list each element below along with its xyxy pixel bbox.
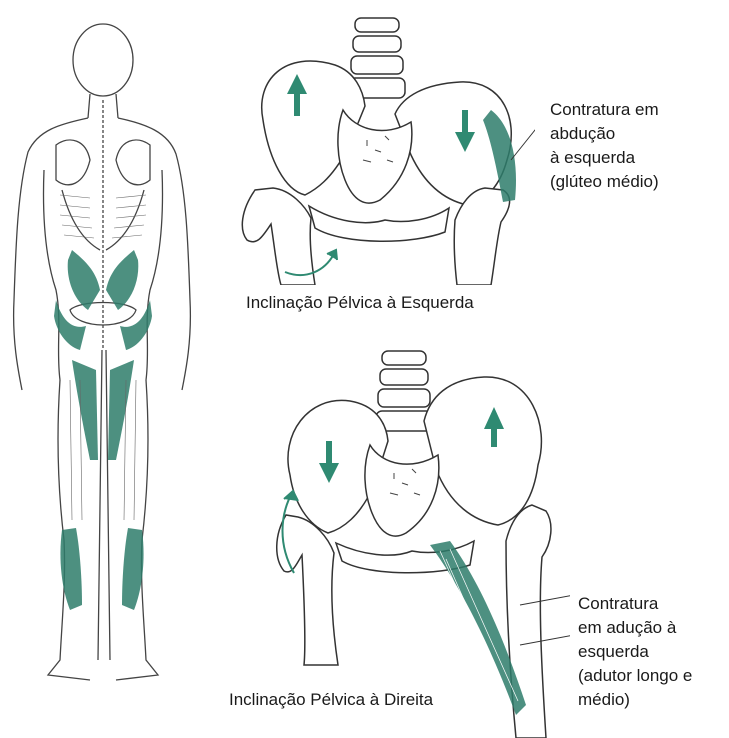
pelvis-left-tilt-illustration	[235, 10, 535, 285]
annotation-line: médio)	[578, 688, 692, 712]
annotation-line: em adução à	[578, 616, 692, 640]
bottom-caption: Inclinação Pélvica à Direita	[229, 689, 433, 711]
annotation-line: (adutor longo e	[578, 664, 692, 688]
annotation-line: (glúteo médio)	[550, 170, 659, 194]
annotation-line: Contratura em	[550, 98, 659, 122]
annotation-line: Contratura	[578, 592, 692, 616]
top-annotation: Contratura em abdução à esquerda (glúteo…	[550, 98, 659, 194]
posterior-body-illustration	[0, 20, 200, 720]
bottom-annotation: Contratura em adução à esquerda (adutor …	[578, 592, 692, 712]
annotation-line: à esquerda	[550, 146, 659, 170]
pelvis-right-tilt-illustration	[270, 345, 570, 738]
annotation-line: abdução	[550, 122, 659, 146]
top-caption: Inclinação Pélvica à Esquerda	[246, 292, 474, 314]
annotation-line: esquerda	[578, 640, 692, 664]
